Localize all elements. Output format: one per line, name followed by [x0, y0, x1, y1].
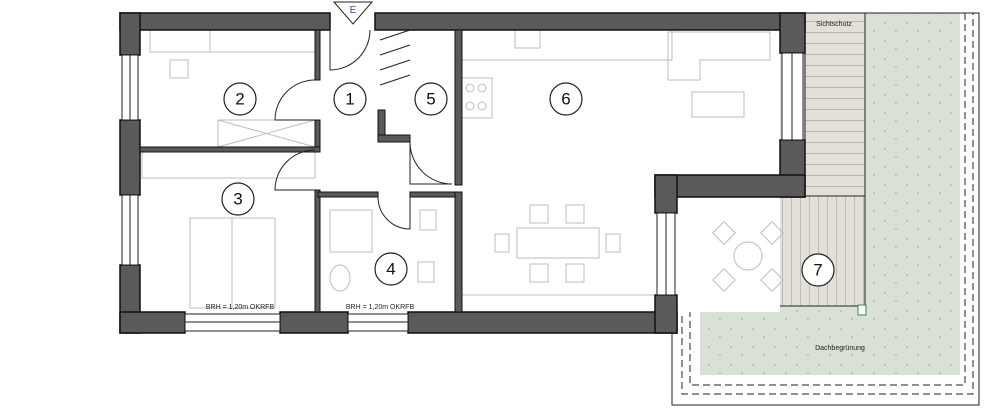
entrance-label: E: [350, 5, 357, 16]
room-label-4: 4: [374, 252, 408, 286]
room-label-1: 1: [333, 82, 367, 116]
room-number: 2: [235, 90, 244, 109]
room-label-5: 5: [414, 82, 448, 116]
window-sill-note-room-4: BRH = 1,20m OKRFB: [346, 304, 415, 311]
entrance-marker: E: [332, 1, 374, 25]
room-number: 4: [386, 260, 395, 279]
room-label-3: 3: [221, 182, 255, 216]
windows: [121, 52, 804, 332]
room-label-2: 2: [223, 82, 257, 116]
interior-walls: [139, 29, 463, 313]
doors: [274, 29, 453, 230]
room-number: 3: [233, 190, 242, 209]
room-label-6: 6: [549, 82, 583, 116]
green-roof-label: Dachbegrünung: [815, 345, 865, 352]
furniture: [141, 29, 785, 313]
terrace-strip: [804, 12, 866, 197]
room-number: 7: [813, 261, 822, 280]
room-number: 1: [345, 90, 354, 109]
window-sill-note-room-3: BRH = 1,20m OKRFB: [206, 304, 275, 311]
privacy-screen-label: Sichtschutz: [816, 21, 852, 28]
room-number: 6: [561, 90, 570, 109]
room-label-7: 7: [801, 253, 835, 287]
drain-icon: [857, 304, 867, 316]
room-number: 5: [426, 90, 435, 109]
